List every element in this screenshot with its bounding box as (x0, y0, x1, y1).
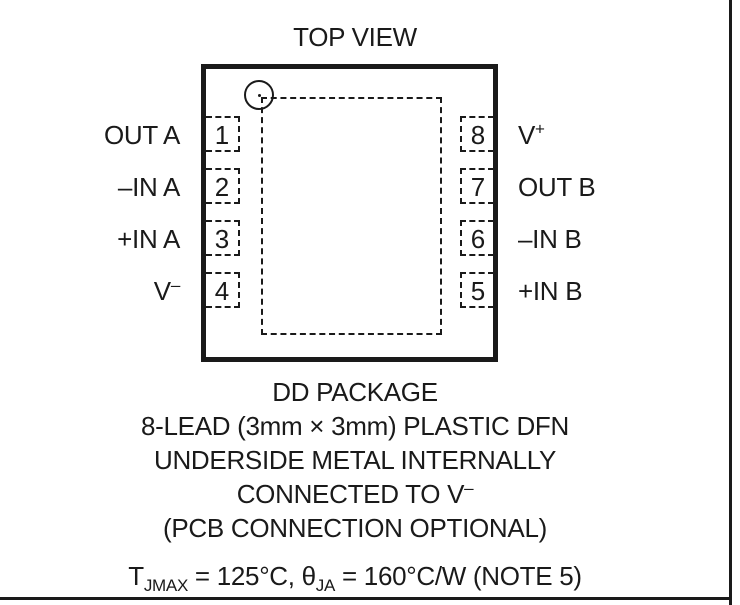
caption-package-name: DD PACKAGE (272, 377, 438, 407)
pin-5-label: +IN B (518, 276, 583, 306)
pin-2-label: –IN A (117, 172, 180, 202)
pin-5-pad: 5 (460, 272, 494, 308)
exposed-pad-outline (261, 97, 442, 335)
frame-right-border (729, 0, 732, 605)
pin-7-label: OUT B (518, 172, 596, 202)
caption-pcb-note: (PCB CONNECTION OPTIONAL) (163, 513, 547, 543)
diagram-title: TOP VIEW (293, 22, 417, 52)
frame-bottom-border (0, 597, 732, 600)
caption-connected-note: CONNECTED TO V– (236, 478, 474, 509)
package-outline (201, 64, 498, 362)
caption-underside-note: UNDERSIDE METAL INTERNALLY (153, 445, 557, 475)
pin-2-pad: 2 (206, 168, 240, 204)
thermal-specs: TJMAX = 125°C, θJA = 160°C/W (NOTE 5) (128, 561, 582, 596)
pin-6-label: –IN B (518, 224, 582, 254)
pin-7-pad: 7 (460, 168, 494, 204)
pin-1-pad: 1 (206, 116, 240, 152)
pin-4-label: V– (153, 275, 181, 306)
pin-6-pad: 6 (460, 220, 494, 256)
pin-8-label: V+ (518, 119, 545, 150)
caption-package-desc: 8-LEAD (3mm × 3mm) PLASTIC DFN (140, 411, 569, 441)
pin-4-pad: 4 (206, 272, 240, 308)
pin-1-label: OUT A (103, 120, 180, 150)
pin-3-label: +IN A (117, 224, 180, 254)
pin-8-pad: 8 (460, 116, 494, 152)
pin-3-pad: 3 (206, 220, 240, 256)
pin1-indicator-icon (244, 80, 274, 110)
